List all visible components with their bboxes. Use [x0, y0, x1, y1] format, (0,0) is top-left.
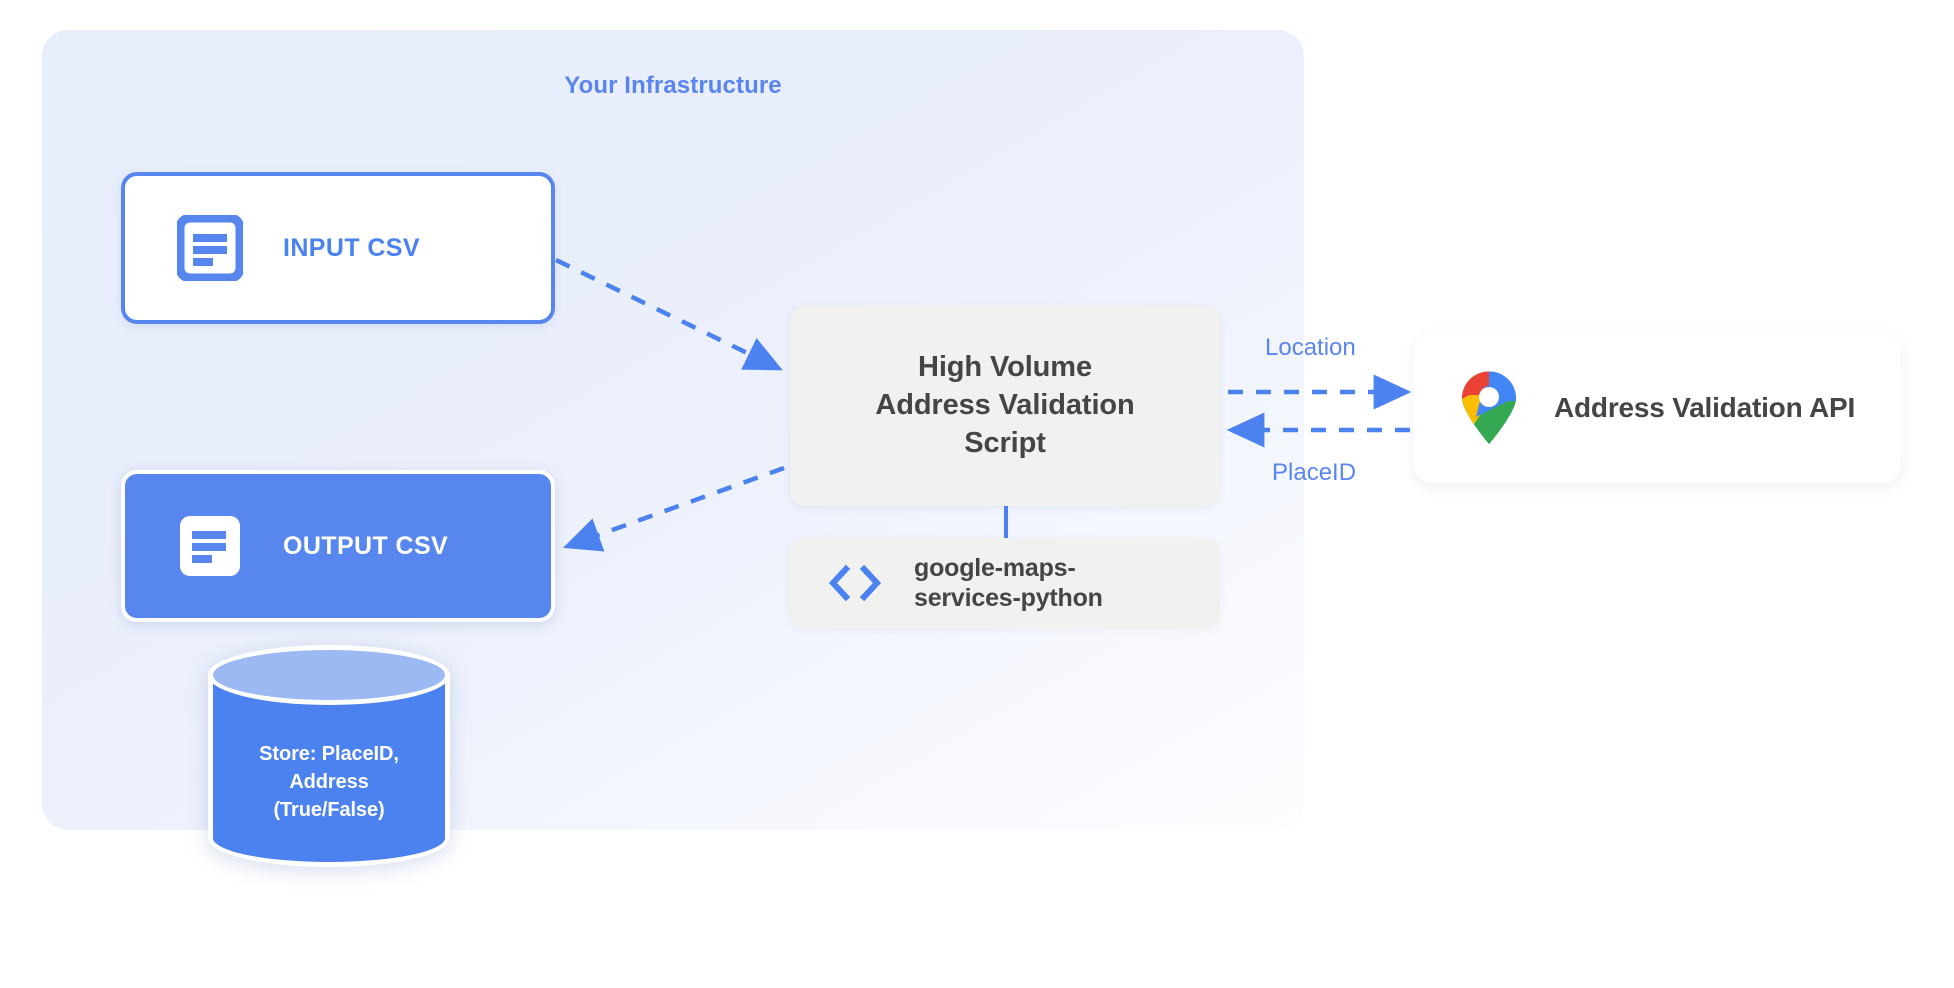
google-maps-pin-icon — [1462, 371, 1516, 444]
script-line-2: Address Validation — [875, 389, 1135, 422]
address-validation-api-node[interactable]: Address Validation API — [1414, 333, 1901, 483]
database-line-2: Address — [289, 771, 369, 793]
address-validation-api-label: Address Validation API — [1554, 392, 1856, 423]
database-label: Store: PlaceID, Address (True/False) — [208, 740, 450, 824]
placeid-edge-label: PlaceID — [1272, 459, 1357, 486]
library-line-2: services-python — [914, 584, 1103, 612]
script-library-connector — [1004, 506, 1008, 538]
script-line-1: High Volume — [918, 351, 1092, 384]
document-icon — [177, 215, 243, 281]
database-line-3: (True/False) — [273, 799, 385, 821]
your-infrastructure-title: Your Infrastructure — [564, 72, 782, 99]
output-csv-node[interactable]: OUTPUT CSV — [121, 470, 555, 622]
script-node[interactable]: High Volume Address Validation Script — [790, 306, 1220, 506]
database-top-ellipse — [208, 645, 450, 705]
location-edge-label: Location — [1265, 334, 1356, 361]
library-line-1: google-maps- — [914, 553, 1076, 582]
input-csv-label: INPUT CSV — [283, 233, 420, 262]
library-node[interactable]: google-maps- services-python — [790, 538, 1220, 628]
database-node[interactable]: Store: PlaceID, Address (True/False) — [208, 645, 450, 867]
database-line-1: Store: PlaceID, — [259, 743, 399, 765]
output-csv-label: OUTPUT CSV — [283, 531, 449, 560]
code-brackets-icon — [828, 564, 882, 602]
script-line-3: Script — [964, 426, 1046, 459]
document-icon — [180, 516, 240, 576]
input-csv-node[interactable]: INPUT CSV — [121, 172, 555, 324]
